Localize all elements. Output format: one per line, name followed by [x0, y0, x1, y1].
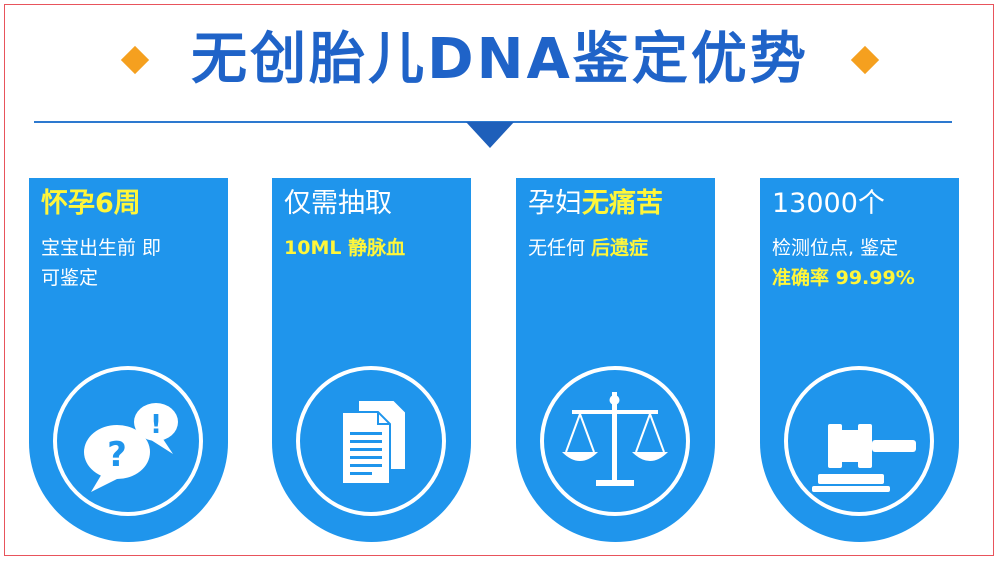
card-highlight: 10ML 静脉血: [284, 237, 406, 259]
gavel-icon: [812, 424, 916, 492]
documents-icon: [341, 399, 407, 485]
right-diamond-icon: [850, 45, 879, 75]
card-heading: 孕妇无痛苦: [528, 186, 663, 222]
title-banner: 无创胎儿DNA鉴定优势: [0, 20, 1000, 100]
card-heading-highlight: 无痛苦: [582, 188, 663, 219]
card-icon-circle: ? !: [53, 366, 203, 516]
speech-bubbles-icon: ? !: [84, 403, 178, 492]
card-heading: 怀孕6周: [41, 188, 141, 219]
advantage-card-painless: 孕妇无痛苦 无任何 后遗症: [516, 178, 715, 542]
card-icon-circle: [784, 366, 934, 516]
page-border: [4, 4, 994, 556]
card-text: 宝宝出生前 即: [41, 237, 162, 259]
card-heading-text: 孕妇: [528, 188, 582, 219]
card-text: 无任何 后遗症: [528, 234, 648, 262]
advantage-card-early-pregnancy: 怀孕6周 宝宝出生前 即 可鉴定 ? !: [29, 178, 228, 542]
left-diamond-icon: [120, 45, 150, 75]
advantage-card-accuracy: 13000个 检测位点, 鉴定 准确率 99.99%: [760, 178, 959, 542]
balance-scale-icon: [562, 392, 668, 486]
card-heading: 13000个: [772, 188, 885, 219]
svg-text:!: !: [150, 410, 162, 440]
advantage-card-blood-draw: 仅需抽取 10ML 静脉血: [272, 178, 471, 542]
page-title: 无创胎儿DNA鉴定优势: [191, 27, 809, 92]
card-heading: 仅需抽取: [284, 188, 392, 219]
card-text-plain: 无任何: [528, 237, 592, 259]
card-icon-circle: [540, 366, 690, 516]
card-highlight: 准确率 99.99%: [772, 267, 915, 289]
divider-pointer-icon: [466, 122, 514, 148]
card-icon-circle: [296, 366, 446, 516]
card-text: 检测位点, 鉴定: [772, 237, 899, 259]
svg-text:?: ?: [107, 435, 127, 475]
card-text: 可鉴定: [41, 267, 99, 289]
card-text-highlight: 后遗症: [591, 237, 649, 259]
